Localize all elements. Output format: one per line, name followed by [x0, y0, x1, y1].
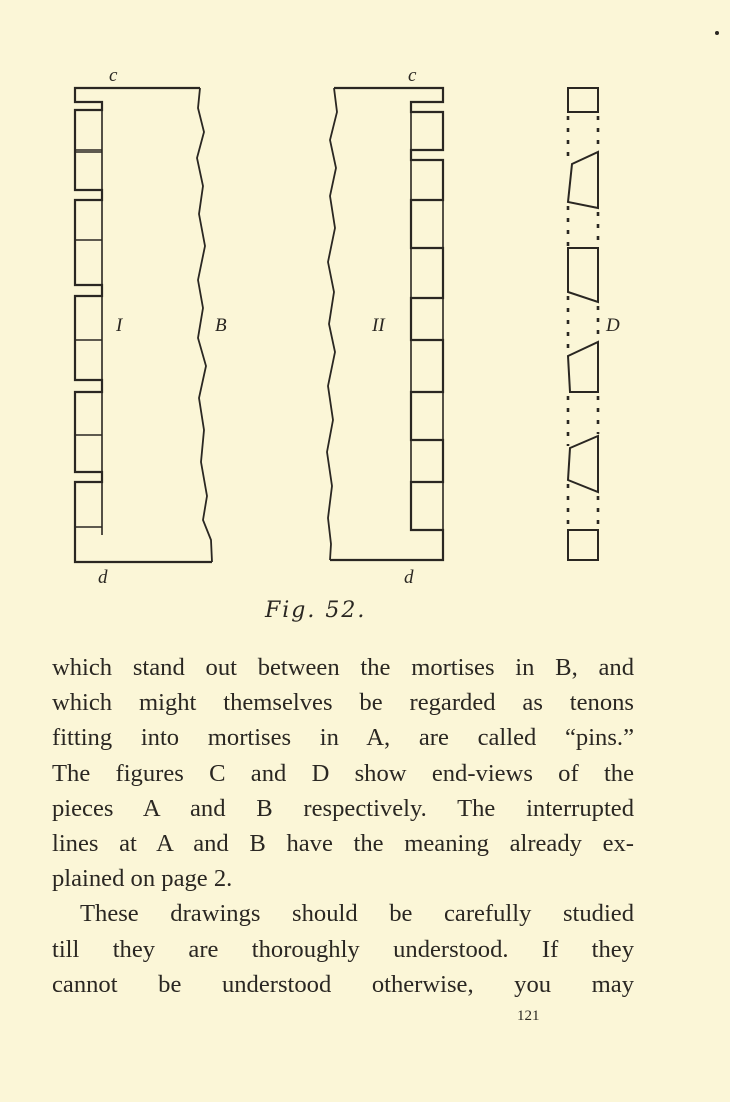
piece-I-mortise-lines: [74, 101, 103, 535]
text-line: till they are thoroughly understood. If …: [52, 935, 634, 963]
piece-II-mortise-lines: [410, 112, 444, 530]
piece-I-outline: [73, 86, 212, 564]
text-line: fitting into mortises in A, are called “…: [52, 724, 634, 752]
text-line: plained on page 2.: [52, 865, 233, 893]
label-I: I: [116, 315, 123, 336]
label-B: B: [215, 315, 227, 336]
page-number: 121: [517, 1008, 540, 1024]
text-line: pieces A and B respectively. The interru…: [52, 794, 634, 822]
piece-II-break: [326, 87, 338, 561]
piece-II-outline: [330, 86, 445, 562]
figure-caption: Fig. 52.: [265, 598, 367, 623]
end-view-D: [566, 87, 599, 561]
label-d-right: d: [404, 567, 414, 588]
text-line: The figures C and D show end-views of th…: [52, 759, 634, 787]
figure-52-drawing: [73, 31, 719, 564]
label-c-left: c: [109, 65, 118, 86]
label-d-left: d: [98, 567, 108, 588]
text-line: These drawings should be carefully studi…: [80, 900, 634, 928]
piece-I-break: [196, 87, 213, 563]
text-line: cannot be understood otherwise, you may: [52, 970, 634, 998]
end-view-D-hidden-lines: [566, 116, 600, 528]
label-II: II: [372, 315, 385, 336]
text-line: which stand out between the mortises in …: [52, 654, 634, 681]
label-c-right: c: [408, 65, 417, 86]
body-text: which stand out between the mortises in …: [52, 650, 634, 1002]
text-line: lines at A and B have the meaning alread…: [52, 830, 634, 858]
text-line: which might themselves be regarded as te…: [52, 689, 634, 717]
label-D: D: [606, 315, 620, 336]
